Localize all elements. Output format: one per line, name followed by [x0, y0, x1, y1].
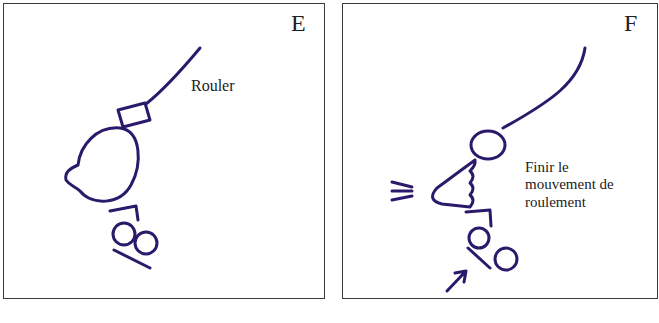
push-arrow [447, 271, 466, 291]
panel-letter: E [291, 10, 321, 38]
cord-line [146, 48, 200, 104]
base-line [114, 250, 150, 268]
lower-circle [135, 232, 157, 254]
panel-letter: F [624, 10, 654, 38]
lower-circle [469, 228, 489, 248]
panel-caption: Finir le mouvement de roulement [525, 159, 643, 211]
cord-line [503, 48, 585, 128]
base-line [468, 248, 490, 268]
lower-circle [113, 223, 135, 245]
upper-block [118, 103, 150, 127]
torso-blob [66, 128, 139, 201]
lower-block [466, 210, 491, 226]
panel: E Rouler [3, 3, 325, 299]
panel: F Finir le mouvement de roulement [342, 3, 658, 299]
scalloped-body [433, 160, 476, 207]
motion-lines [392, 182, 412, 200]
lower-circle [495, 248, 517, 270]
upper-oval [471, 131, 505, 159]
panel-caption: Rouler [191, 77, 281, 95]
lower-block [110, 206, 138, 220]
